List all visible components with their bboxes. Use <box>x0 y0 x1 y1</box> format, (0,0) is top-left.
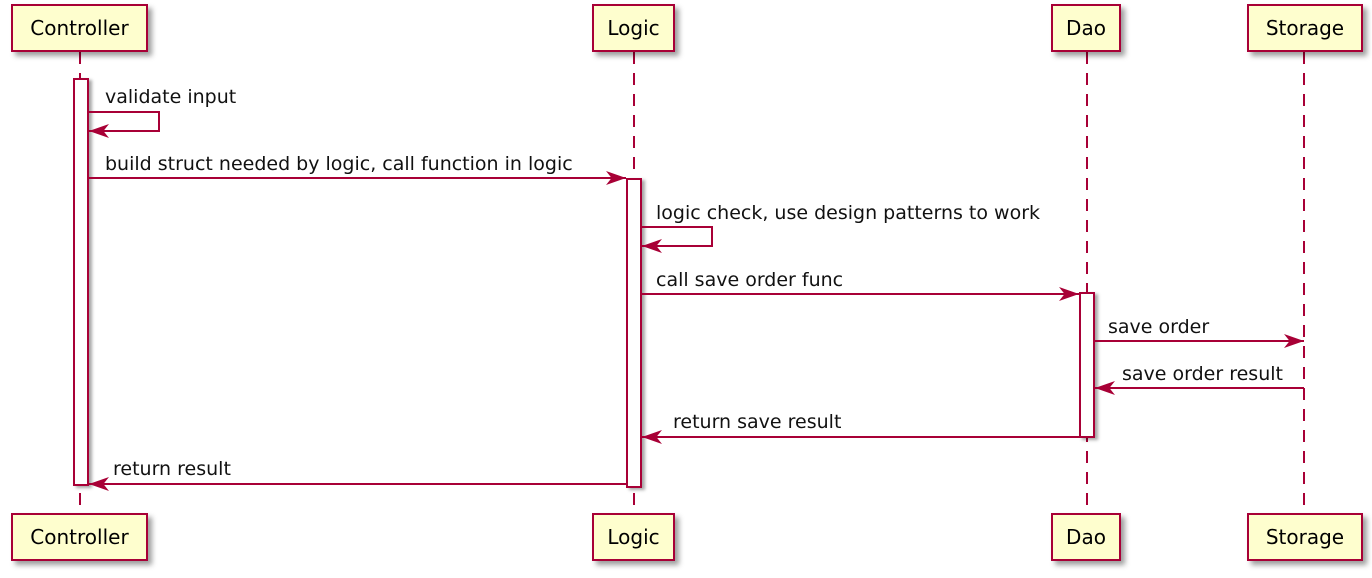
activation-bar-controller <box>73 78 89 486</box>
participant-label: Storage <box>1265 525 1345 549</box>
arrow-line <box>89 483 626 485</box>
participant-box-controller-bottom: Controller <box>11 513 148 561</box>
arrow-line <box>89 130 160 132</box>
participant-label: Controller <box>30 525 129 549</box>
participant-box-dao-bottom: Dao <box>1051 513 1121 561</box>
arrow-line <box>1095 340 1304 342</box>
activation-bar-dao <box>1079 292 1095 438</box>
arrow-line <box>89 111 160 113</box>
participant-box-storage-bottom: Storage <box>1247 513 1363 561</box>
arrow-line <box>642 436 1079 438</box>
participant-label: Storage <box>1265 16 1345 40</box>
participant-box-controller-top: Controller <box>11 4 148 52</box>
arrow-line <box>89 177 626 179</box>
arrow-line <box>642 293 1079 295</box>
activation-bar-logic <box>626 178 642 488</box>
participant-box-storage-top: Storage <box>1247 4 1363 52</box>
arrow-line <box>711 226 713 247</box>
message-label-save-order-result: save order result <box>1122 363 1283 385</box>
message-label-call-save-order-func: call save order func <box>656 269 844 291</box>
message-label-build-struct: build struct needed by logic, call funct… <box>105 153 573 175</box>
participant-label: Dao <box>1066 525 1106 549</box>
arrow-line <box>642 245 713 247</box>
arrow-line <box>1095 387 1304 389</box>
participant-box-logic-bottom: Logic <box>592 513 675 561</box>
participant-label: Logic <box>607 16 660 40</box>
participant-box-logic-top: Logic <box>592 4 675 52</box>
participant-label: Logic <box>607 525 660 549</box>
lifeline-storage <box>1303 52 1305 513</box>
message-label-save-order: save order <box>1108 316 1210 338</box>
message-label-return-save-result: return save result <box>673 411 842 433</box>
participant-box-dao-top: Dao <box>1051 4 1121 52</box>
lifeline-dao <box>1086 52 1088 513</box>
message-label-validate-input: validate input <box>105 86 237 108</box>
arrow-line <box>642 226 713 228</box>
participant-label: Controller <box>30 16 129 40</box>
arrow-line <box>158 111 160 132</box>
message-label-return-result: return result <box>113 458 231 480</box>
participant-label: Dao <box>1066 16 1106 40</box>
message-label-logic-check: logic check, use design patterns to work <box>656 202 1041 224</box>
